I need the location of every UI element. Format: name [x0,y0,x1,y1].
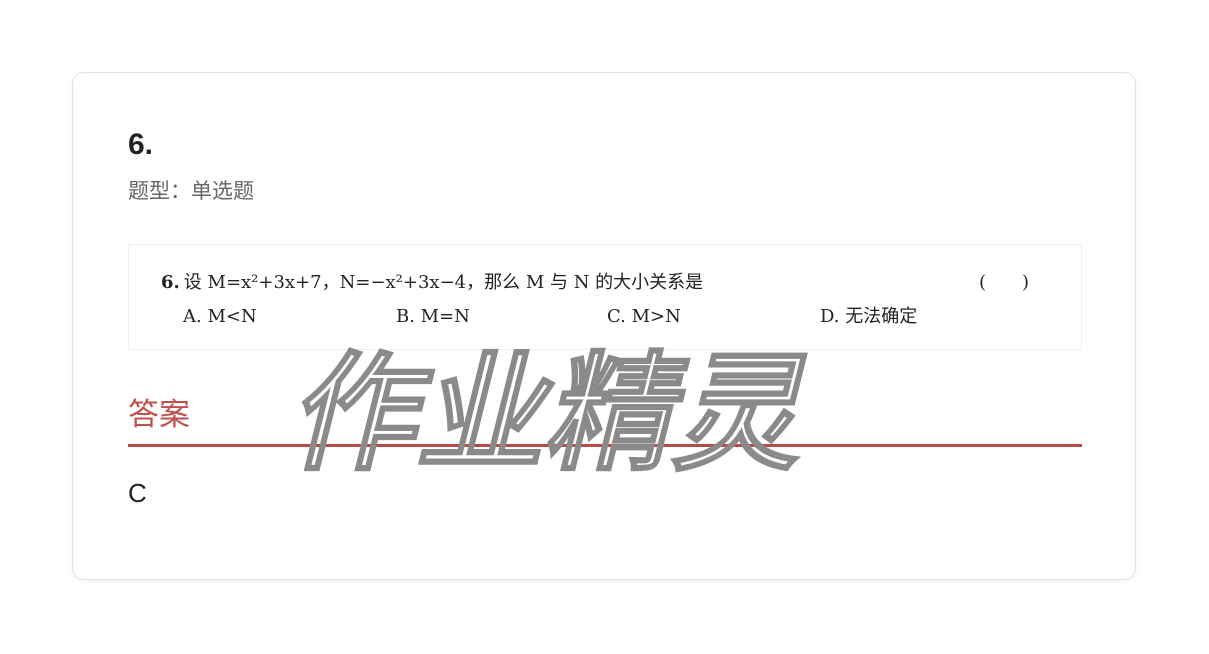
option-a: A. M<N [183,306,257,327]
problem-stem: 6.设 M=x²+3x+7，N=−x²+3x−4，那么 M 与 N 的大小关系是 [161,271,703,295]
question-card: 6. 题型：单选题 6.设 M=x²+3x+7，N=−x²+3x−4，那么 M … [72,72,1136,580]
problem-stem-text: 设 M=x²+3x+7，N=−x²+3x−4，那么 M 与 N 的大小关系是 [183,272,704,293]
option-c: C. M>N [607,306,681,327]
question-number: 6. [128,128,154,161]
answer-value: C [128,478,147,508]
option-d: D. 无法确定 [820,306,918,327]
answer-divider [128,444,1082,447]
answer-heading: 答案 [128,397,190,433]
option-b: B. M=N [396,306,470,327]
answer-blank: ( ) [979,272,1030,293]
question-type: 题型：单选题 [128,179,254,203]
problem-stem-number: 6. [161,272,180,293]
problem-image: 6.设 M=x²+3x+7，N=−x²+3x−4，那么 M 与 N 的大小关系是… [128,244,1082,350]
